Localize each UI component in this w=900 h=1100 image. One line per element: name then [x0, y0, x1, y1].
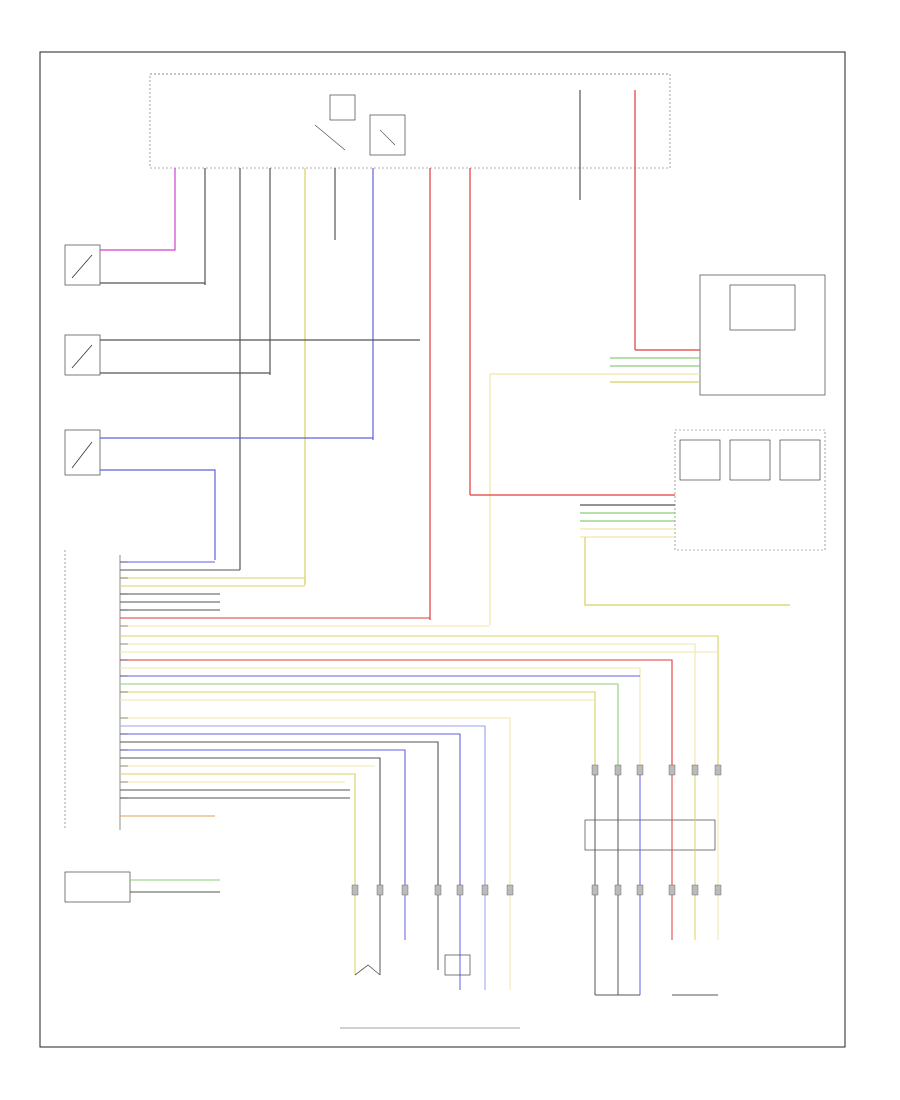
ecm-pin-ticks — [120, 561, 128, 799]
inline-connectors — [351, 764, 722, 896]
clutch-switch — [64, 429, 101, 476]
fuse-box-wires — [174, 90, 636, 620]
switch-wires — [100, 245, 420, 560]
steering-wires — [470, 494, 790, 606]
pedal-switch-1 — [64, 244, 101, 286]
instrument-cluster — [699, 274, 826, 396]
engine-control-module — [64, 550, 121, 830]
steering-wheel-module — [674, 429, 826, 551]
cluster-wires — [489, 349, 700, 625]
diagram-frame — [39, 51, 846, 1048]
accelerator-pedal-connector — [584, 770, 719, 996]
pedal-switch-2 — [64, 334, 101, 376]
transmission-control-module — [64, 871, 220, 903]
fuse-box — [149, 73, 671, 169]
throttle-actuator — [340, 890, 520, 1029]
ecm-wires — [120, 561, 719, 890]
